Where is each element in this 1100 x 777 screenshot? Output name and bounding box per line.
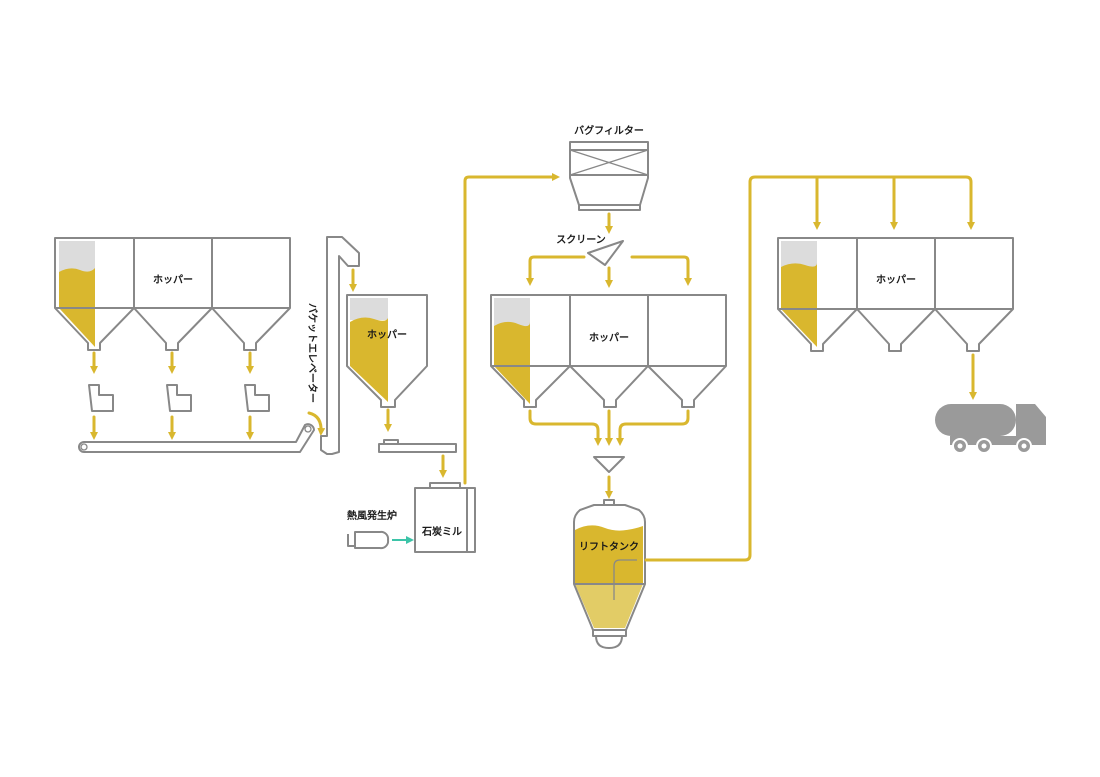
hot-air-generator: 熱風発生炉 — [347, 509, 397, 550]
hopper-group-1-label: ホッパー — [153, 274, 193, 286]
bag-icon-1 — [88, 384, 114, 412]
hopper-single-label: ホッパー — [367, 329, 407, 341]
bag-outflow-arrows — [90, 415, 254, 440]
bucket-elevator-label: バケットエレベーター — [306, 303, 318, 403]
lift-tank: リフトタンク — [573, 499, 646, 649]
screen: スクリーン — [556, 234, 624, 266]
belt-conveyor — [78, 423, 315, 453]
lifttank-to-hopper-3-line — [644, 175, 975, 562]
coal-mill: 石炭ミル — [414, 482, 476, 553]
collector-cone — [593, 456, 625, 473]
bag-filter: バグフィルター — [569, 124, 649, 211]
hopper-2a-to-cone-line — [528, 409, 602, 446]
hopper-group-2: ホッパー — [490, 294, 727, 408]
hopper-2c-to-cone-line — [616, 409, 690, 446]
mill-to-bagfilter-line — [463, 173, 560, 485]
bag-icon-3 — [244, 384, 270, 412]
lift-tank-label: リフトタンク — [579, 541, 639, 553]
hopper-single: ホッパー — [346, 294, 428, 408]
hopper-1-outflow-arrows — [90, 351, 254, 374]
coal-mill-label: 石炭ミル — [421, 525, 462, 538]
conveyor-to-elevator-arrow — [307, 411, 326, 436]
hopper-group-2-label: ホッパー — [589, 332, 629, 344]
hopper-group-3-label: ホッパー — [876, 274, 916, 286]
hot-air-generator-label: 熱風発生炉 — [347, 509, 397, 522]
screen-to-hopper-2c-line — [630, 255, 692, 286]
hopper-group-1-body — [54, 237, 291, 351]
bag-filter-label: バグフィルター — [574, 124, 644, 137]
feeder — [378, 439, 457, 453]
hopper-group-3: ホッパー — [777, 237, 1014, 352]
screen-to-hopper-2a-line — [526, 255, 586, 286]
tanker-truck-icon — [935, 404, 1046, 454]
bucket-elevator: バケットエレベーター — [306, 236, 360, 455]
bag-icon-2 — [166, 384, 192, 412]
hopper-1a-headspace — [59, 241, 95, 274]
screen-label: スクリーン — [556, 234, 606, 246]
hopper-group-1: ホッパー — [54, 237, 291, 351]
